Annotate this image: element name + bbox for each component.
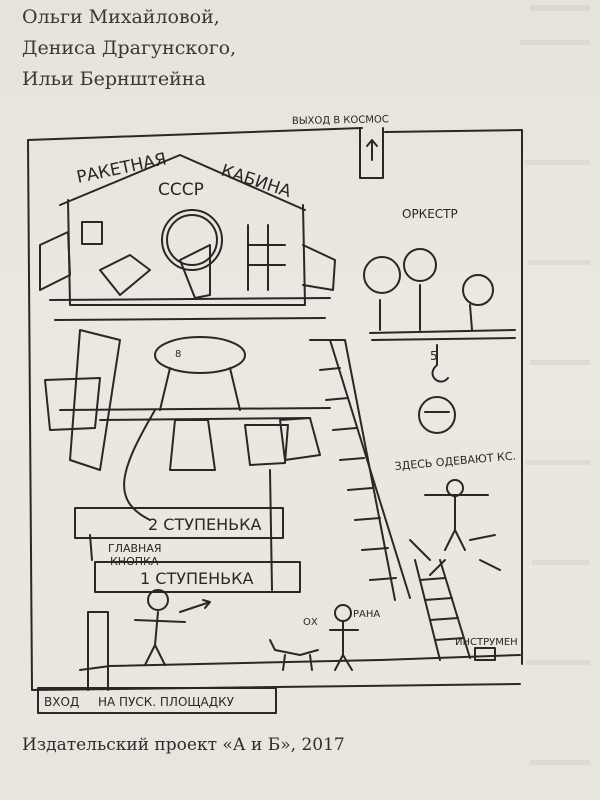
support-post bbox=[89, 469, 273, 591]
label-launch-pad: НА ПУСК. ПЛОЩАДКУ bbox=[98, 695, 235, 709]
label-dressing: ЗДЕСЬ ОДЕВАЮТ КС. bbox=[394, 449, 516, 473]
label-rocket-cabin: РАКЕТНАЯ bbox=[75, 149, 168, 188]
publisher-caption: Издательский проект «А и Б», 2017 bbox=[22, 735, 345, 755]
stage1-board bbox=[94, 561, 301, 593]
musicians bbox=[379, 284, 473, 331]
cross-beam bbox=[59, 407, 331, 421]
door bbox=[87, 611, 109, 691]
label-wound: РАНА bbox=[353, 609, 380, 620]
label-entrance: ВХОД bbox=[44, 695, 79, 709]
ground-line bbox=[79, 654, 521, 671]
bucket-left bbox=[44, 377, 101, 431]
person-head bbox=[446, 479, 464, 497]
cabin-floor bbox=[49, 297, 331, 321]
label-hook-number: 5 bbox=[430, 349, 438, 363]
cabin-roof bbox=[59, 154, 306, 211]
crowd bbox=[409, 534, 501, 576]
label-main-button-1: ГЛАВНАЯ bbox=[108, 542, 162, 555]
credit-line-1: Ольги Михайловой, bbox=[22, 6, 220, 28]
credit-line-3: Ильи Бернштейна bbox=[22, 68, 206, 90]
dog bbox=[269, 639, 319, 671]
label-tools: ИНСТРУМЕН bbox=[455, 637, 518, 648]
soldier-head bbox=[334, 604, 352, 622]
ladder-right-rungs bbox=[319, 367, 397, 581]
bucket-right bbox=[244, 424, 289, 466]
label-exit-space: ВЫХОД В КОСМОС bbox=[292, 114, 389, 127]
ladder-right-rail1 bbox=[309, 339, 396, 601]
outer-frame bbox=[27, 127, 523, 691]
ladder-lower-rungs bbox=[419, 577, 465, 641]
ladder-lower-rail2 bbox=[439, 559, 471, 659]
exit-hatch bbox=[359, 127, 384, 179]
boy-body bbox=[134, 611, 186, 666]
ladder-lower-rail1 bbox=[414, 559, 441, 661]
tuba bbox=[363, 256, 401, 294]
label-orchestra: ОРКЕСТР bbox=[402, 207, 458, 221]
label-ussr: СССР bbox=[158, 180, 204, 200]
credit-line-2: Дениса Драгунского, bbox=[22, 37, 237, 59]
cabin-window-left bbox=[81, 221, 103, 245]
booster-3 bbox=[279, 417, 321, 461]
label-cabin: КАБИНА bbox=[218, 161, 293, 203]
booster-1 bbox=[69, 329, 121, 471]
run-arrow bbox=[179, 599, 211, 613]
curtain bbox=[99, 254, 151, 296]
person-body bbox=[424, 494, 489, 551]
table-legs bbox=[159, 367, 241, 411]
space-helmet bbox=[418, 396, 456, 434]
label-oh: ОХ bbox=[303, 617, 318, 628]
balcony bbox=[369, 329, 516, 341]
ladder-right-rail2 bbox=[329, 339, 411, 599]
drum bbox=[462, 274, 494, 306]
table-top bbox=[154, 336, 246, 374]
label-stage1: 1 СТУПЕНЬКА bbox=[140, 569, 253, 588]
author-credits: Ольги Михайловой, Дениса Драгунского, Ил… bbox=[22, 2, 236, 95]
entrance-sign bbox=[37, 687, 277, 714]
soldier-body bbox=[329, 621, 359, 671]
cable bbox=[123, 409, 156, 521]
booster-2 bbox=[169, 419, 216, 471]
toolbox bbox=[474, 647, 496, 661]
boy-head bbox=[147, 589, 169, 611]
label-stage2: 2 СТУПЕНЬКА bbox=[148, 515, 261, 534]
cabin-rack bbox=[247, 224, 286, 291]
bleed-through-text bbox=[520, 5, 590, 765]
label-main-button-2: КНОПКА bbox=[110, 555, 159, 568]
crane-hook bbox=[431, 344, 449, 383]
label-plate-number: 8 bbox=[175, 349, 181, 360]
astronaut-seat bbox=[179, 244, 211, 299]
cabin-side-flaps bbox=[39, 231, 336, 291]
porthole bbox=[161, 209, 223, 271]
exit-arrow bbox=[366, 139, 378, 161]
stage2-board bbox=[74, 507, 284, 539]
